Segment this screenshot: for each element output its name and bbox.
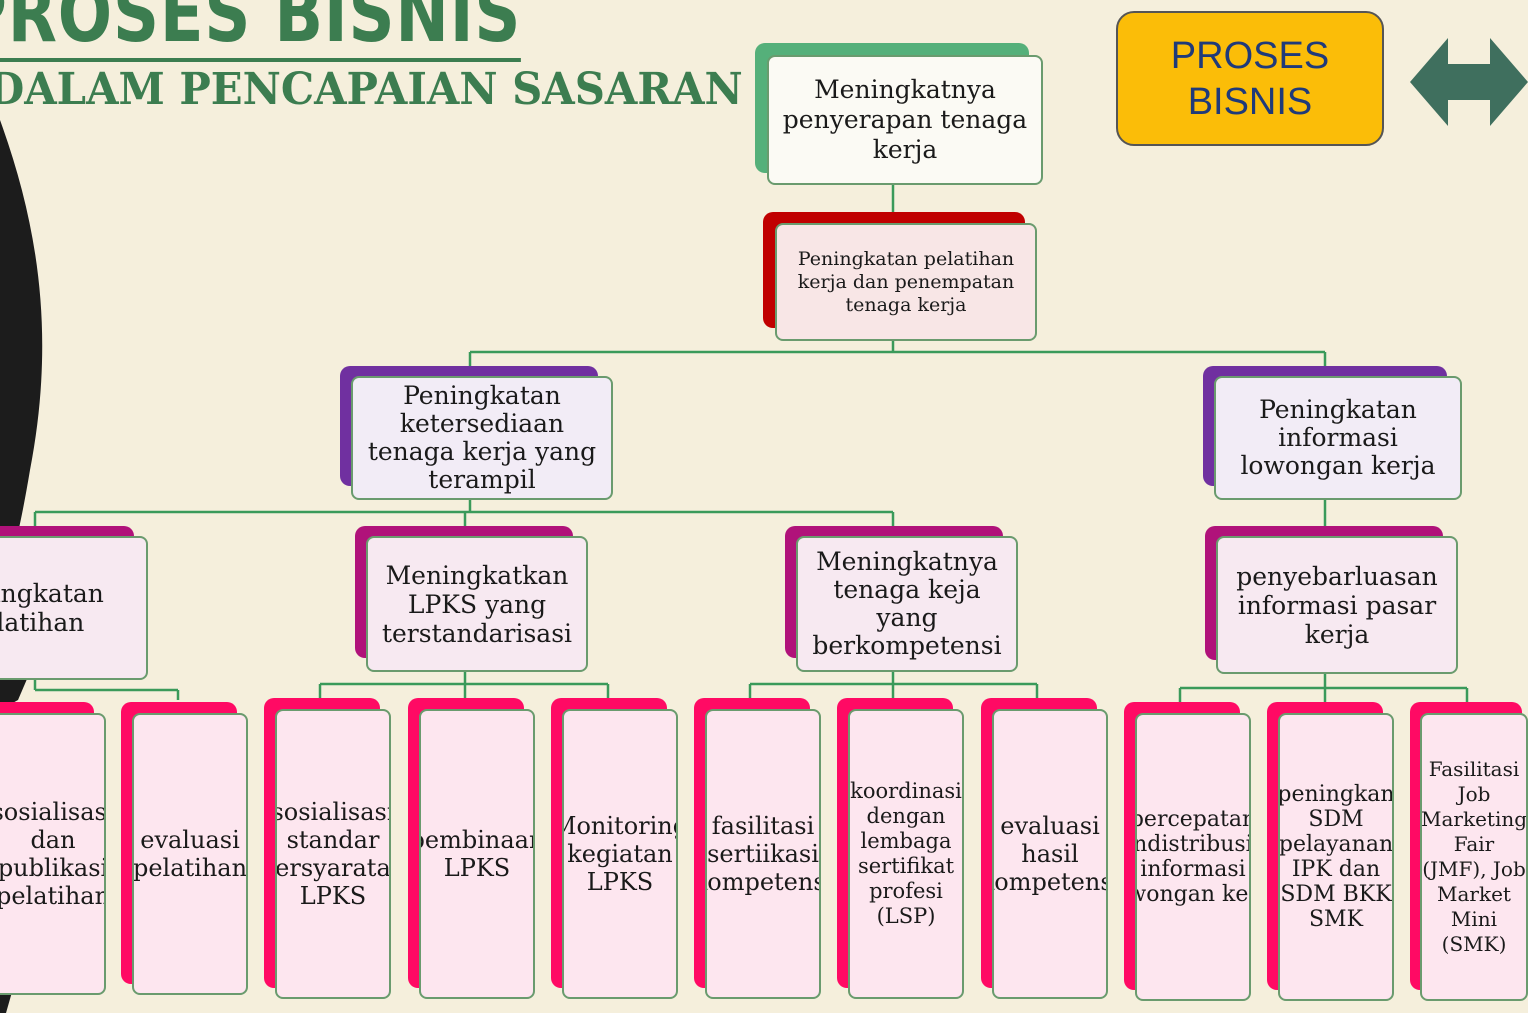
program-node-label: Peningkatan pelatihan kerja dan penempat…	[797, 247, 1015, 316]
sub-node-pasar-kerja-label: penyebarluasan informasi pasar kerja	[1236, 561, 1438, 649]
goal-node-informasi: Peningkatan informasi lowongan kerja	[1203, 366, 1463, 502]
root-node-label: Meningkatnya penyerapan tenaga kerja	[782, 75, 1028, 164]
activity-node-sosialisasi-publikasi: sosialisasi dan publikasi pelatihan	[0, 702, 108, 998]
activity-label: evaluasi pelatihan	[132, 826, 248, 882]
goal-node-keterampilan-label: Peningkatan ketersediaan tenaga kerja ya…	[367, 381, 597, 494]
page-title: PROSES BISNIS	[0, 0, 522, 62]
root-node: Meningkatnya penyerapan tenaga kerja	[755, 43, 1045, 188]
program-node: Peningkatan pelatihan kerja dan penempat…	[763, 212, 1038, 342]
activity-label: Monitoring kegiatan LPKS	[564, 812, 676, 896]
activity-node-koordinasi-lsp: koordinasi dengan lembaga sertifikat pro…	[837, 698, 967, 1002]
activity-node-percepatan-informasi: percepatan pendistribusian informasi low…	[1124, 702, 1254, 1004]
left-right-arrow-icon	[1410, 38, 1528, 126]
activity-node-pembinaan: pembinaan LPKS	[408, 698, 538, 1002]
activity-label: pembinaan LPKS	[421, 826, 533, 882]
activity-node-monitoring: Monitoring kegiatan LPKS	[551, 698, 681, 1002]
activity-node-evaluasi-kompetensi: evaluasi hasil kompetensi	[981, 698, 1111, 1002]
sub-node-lpks: Meningkatkan LPKS yang terstandarisasi	[355, 526, 590, 674]
goal-node-informasi-label: Peningkatan informasi lowongan kerja	[1240, 395, 1436, 480]
sub-node-pelatihan: Peningkatan pelatihan	[0, 526, 150, 682]
proses-bisnis-badge: PROSES BISNIS	[1116, 11, 1384, 146]
sub-node-pasar-kerja: penyebarluasan informasi pasar kerja	[1205, 526, 1460, 676]
activity-label: percepatan pendistribusian informasi low…	[1135, 807, 1251, 907]
activity-label: Fasilitasi Job Marketing Fair (JMF), Job…	[1420, 757, 1528, 956]
goal-node-keterampilan: Peningkatan ketersediaan tenaga kerja ya…	[340, 366, 615, 502]
activity-label: fasilitasi sertiikasi kompetensi	[707, 812, 819, 896]
activity-label: evaluasi hasil kompetensi	[994, 812, 1106, 896]
activity-node-evaluasi-pelatihan: evaluasi pelatihan	[121, 702, 251, 998]
activity-label: sosialisasi standar persyaratan LPKS	[275, 798, 391, 910]
sub-node-pelatihan-label: Peningkatan pelatihan	[0, 579, 104, 637]
activity-node-fasilitasi-sertifikasi: fasilitasi sertiikasi kompetensi	[694, 698, 824, 1002]
activity-label: sosialisasi dan publikasi pelatihan	[0, 798, 106, 910]
activity-label: peningkan SDM pelayanan IPK dan SDM BKK …	[1278, 782, 1394, 932]
activity-node-sosialisasi-standar: sosialisasi standar persyaratan LPKS	[264, 698, 394, 1002]
sub-node-kompetensi-label: Meningkatnya tenaga keja yang berkompete…	[812, 547, 1002, 660]
badge-label-line2: BISNIS	[1187, 80, 1313, 123]
sub-node-lpks-label: Meningkatkan LPKS yang terstandarisasi	[381, 560, 573, 648]
activity-node-job-market-fair: Fasilitasi Job Marketing Fair (JMF), Job…	[1410, 702, 1528, 1004]
activity-label: koordinasi dengan lembaga sertifikat pro…	[850, 779, 962, 928]
activity-node-peningkatan-sdm: peningkan SDM pelayanan IPK dan SDM BKK …	[1267, 702, 1397, 1004]
badge-label-line1: PROSES	[1170, 34, 1330, 77]
page-subtitle: DALAM PENCAPAIAN SASARAN	[0, 64, 743, 115]
sub-node-kompetensi: Meningkatnya tenaga keja yang berkompete…	[785, 526, 1020, 674]
